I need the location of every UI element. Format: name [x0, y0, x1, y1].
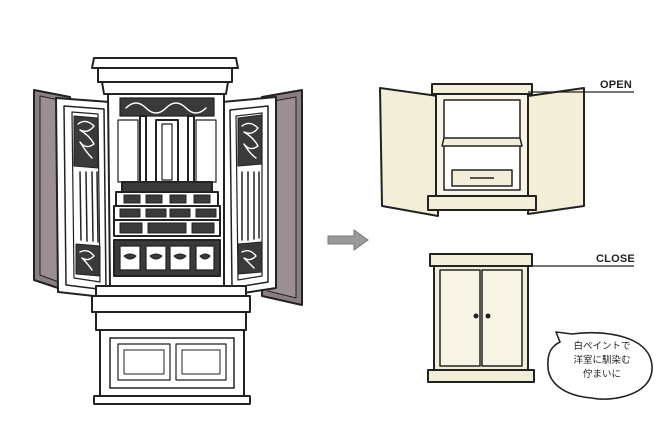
left-inner-door: [55, 97, 113, 299]
altar-body: [107, 93, 225, 287]
speech-bubble-icon: [547, 331, 653, 400]
open-label: OPEN: [600, 79, 632, 91]
bubble-line-1: 白ペイントで: [573, 341, 631, 352]
traditional-altar-drawing: [33, 57, 303, 405]
altar-crown: [91, 57, 239, 95]
bubble-line-2: 洋室に馴染む: [573, 355, 631, 366]
close-label: CLOSE: [596, 253, 635, 265]
modern-cabinet-closed: [427, 253, 535, 383]
speech-bubble-text: 白ペイントで 洋室に馴染む 佇まいに: [552, 340, 652, 382]
bubble-line-3: 佇まいに: [582, 369, 621, 380]
right-inner-door: [221, 96, 277, 297]
altar-base: [91, 285, 251, 405]
arrow-right-icon: [327, 229, 369, 251]
modern-cabinet-open: [379, 83, 585, 217]
